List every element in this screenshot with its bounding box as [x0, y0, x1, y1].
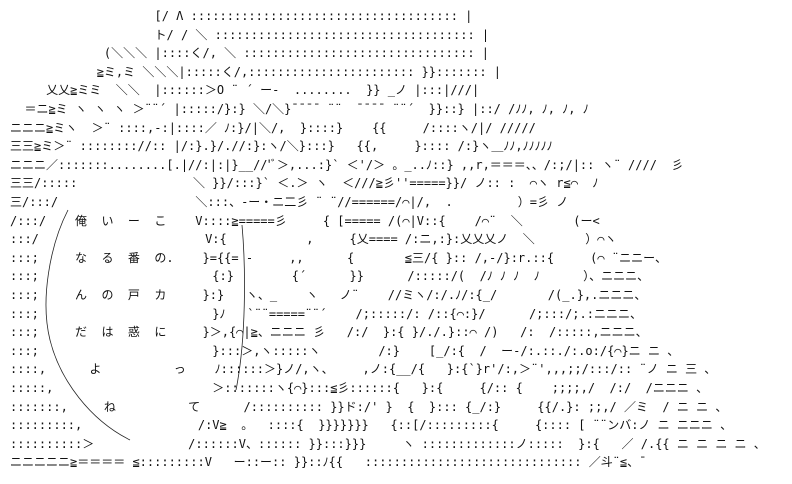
ascii-art-row: /:::/ 俺 い ー こ V::::≧=====彡 { [===== /(⌒|… — [10, 213, 600, 228]
ascii-art-row: ≧ミ,ミ ＼＼＼|:::::く/,:::::::::::::::::::::::… — [10, 64, 502, 79]
speech-bubble-right-edge — [235, 224, 245, 391]
ascii-art-row: 三三/::::: ＼ }}/:::}` ＜.＞ ヽ ＜///≧彡''=====}… — [10, 176, 599, 191]
ascii-art-row: :::; }ﾉ `¨¨=====¨¨´ /;:::::/: /::{⌒:}/ /… — [10, 306, 642, 321]
ascii-art-row: :::; ん の 戸 カ }:} ヽ、_ ヽ ノ¨ //ミヽ/:/.ﾉ/:{_/… — [10, 288, 647, 302]
ascii-art-row: :::::::, ね て /:::::::::: }}ド:/' } { }:::… — [10, 399, 728, 414]
ascii-art-row: 三/:::/ ＼:::、-ー・ニ二彡 ¨ ¨//======/⌒|/, . ）=… — [10, 195, 569, 209]
ascii-art-canvas: [/ Λ :::::::::::::::::::::::::::::::::::… — [10, 10, 782, 474]
ascii-art-row: :::; だ は 惑 に }＞,{⌒|≧、ニニニ 彡 /:/ }:{ }/./.… — [10, 325, 648, 340]
ascii-art-row: 三三≧ミ＞¨ :::::::://:: |/:}.}/.//:}:ヽ/＼}:::… — [10, 139, 553, 154]
ascii-art-row: :::::::::, /:V≧ 。 ::::{ }}}}}}} {::[/:::… — [10, 418, 733, 433]
speech-bubble-outline — [45, 209, 245, 441]
ascii-art-row: :::; {:} {´ }} /:::::/( /ﾉ ﾉ ﾉ ﾉ ）、ニニニ、 — [10, 269, 650, 284]
speech-bubble-left-edge — [45, 209, 131, 441]
ascii-art-row: ト/ / ＼ :::::::::::::::::::::::::::::::::… — [10, 27, 490, 42]
ascii-art-row: 乂乂≧ミミ ＼＼ |::::::＞O ¨ ´ ー- ........ }} _ノ… — [10, 83, 480, 98]
ascii-art-row: :::; }:::＞,ヽ:::::ヽ /:} [_/:{ / ー-/:.::./… — [10, 343, 680, 358]
ascii-art-row: [/ Λ :::::::::::::::::::::::::::::::::::… — [10, 10, 473, 23]
ascii-art-row: ::::::::::＞ /::::::V、:::::: }}:::}}} ヽ :… — [10, 436, 766, 451]
ascii-art-row: ニニニ／:::::::........[.|//:|:|}__//'ﾞ＞,...… — [10, 157, 684, 172]
ascii-art-row: (＼＼＼ |::::く/, ＼ ::::::::::::::::::::::::… — [10, 46, 490, 61]
ascii-art-row: :::/ V:{ , {乂==== /:ニ,:}:乂乂乂ノ ＼ ）⌒ヽ — [10, 232, 617, 247]
ascii-art-row: ＝ニ≧ミ ヽ ヽ ヽ ＞¨¨´ |:::::/}:} ＼/＼}¯¯¯¯ ¨¨ ¯… — [10, 102, 589, 116]
ascii-art-row: :::; な る 番 の. }={{= - ,, { ≦三/{ }:: /,-/… — [10, 250, 667, 265]
ascii-art-row: ::::, よ っ ﾉ::::::＞}ノ/,ヽ、 ,ノ:{__/{ }:{`}r… — [10, 362, 717, 377]
ascii-art-row: ニニニニニ≧＝＝＝＝ ≦:::::::::V ー::ー:: }}::ﾉ{{ ::… — [10, 455, 647, 470]
ascii-art-row: ニニニ≧ミヽ ＞¨ ::::,-:|::::／ ﾉ:}/|＼/, }::::} … — [10, 120, 536, 135]
ascii-art-row: :::::, ＞:::::::ヽ{⌒}:::≦彡::::::{ }:{ {/::… — [10, 381, 709, 395]
